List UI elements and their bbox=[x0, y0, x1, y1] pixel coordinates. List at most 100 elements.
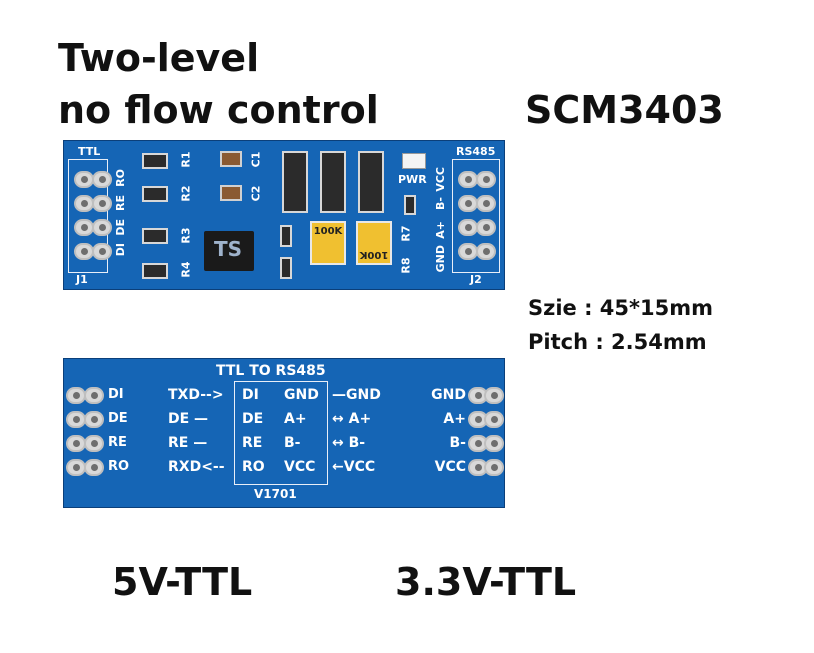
headline-line1: Two-level bbox=[58, 36, 260, 80]
ttl-signal: RE — bbox=[168, 435, 208, 451]
chip-outline bbox=[234, 381, 328, 485]
small-resistor bbox=[280, 257, 292, 279]
left-pin-label: DE bbox=[108, 411, 128, 426]
resistor bbox=[142, 263, 168, 279]
j1-pin-label: RO bbox=[114, 169, 127, 187]
label-3v3-ttl: 3.3V-TTL bbox=[395, 560, 577, 604]
j2-name: J2 bbox=[470, 273, 482, 286]
right-pin-label: VCC bbox=[434, 459, 466, 475]
resistor-label: R1 bbox=[179, 151, 193, 168]
resistor bbox=[142, 186, 168, 202]
capacitor-label: C2 bbox=[249, 185, 263, 202]
chip-pin: RO bbox=[242, 459, 265, 475]
j1-pin-label: DE bbox=[114, 219, 127, 236]
left-pin-label: RE bbox=[108, 435, 127, 450]
j2-pin-label: GND bbox=[434, 245, 447, 273]
ttl-signal: DE — bbox=[168, 411, 209, 427]
trimmer-100k: 100K bbox=[310, 221, 346, 265]
j2-pin bbox=[476, 195, 496, 212]
chip-left-pins: DI DE RE RO bbox=[242, 383, 265, 479]
capacitor-label: C1 bbox=[249, 151, 263, 168]
j1-pin bbox=[74, 171, 94, 188]
rs485-signal: —GND bbox=[332, 387, 381, 403]
j1-pin bbox=[74, 195, 94, 212]
right-pin bbox=[484, 411, 504, 428]
j1-name: J1 bbox=[76, 273, 88, 286]
transceiver-chip bbox=[204, 231, 254, 271]
right-pin bbox=[484, 459, 504, 476]
j2-pin-label: VCC bbox=[434, 167, 447, 192]
j2-pin bbox=[476, 219, 496, 236]
chip-right-pins: GND A+ B- VCC bbox=[284, 383, 319, 479]
j2-pin bbox=[476, 171, 496, 188]
board-version: V1701 bbox=[254, 487, 297, 501]
resistor bbox=[142, 153, 168, 169]
left-pin bbox=[84, 411, 104, 428]
board-title: TTL TO RS485 bbox=[216, 363, 326, 379]
j2-header-outline bbox=[452, 159, 500, 273]
j1-pin bbox=[92, 195, 112, 212]
left-pin bbox=[66, 387, 86, 404]
chip-pin: DE bbox=[242, 411, 264, 427]
chip-marking: TS bbox=[214, 237, 243, 261]
small-resistor bbox=[404, 195, 416, 215]
j2-pin bbox=[458, 171, 478, 188]
right-pin bbox=[468, 459, 488, 476]
j1-pin-label: RE bbox=[114, 195, 127, 211]
ttl-signal: TXD--> bbox=[168, 387, 224, 403]
j1-header-outline bbox=[68, 159, 108, 273]
ttl-signal: RXD<-- bbox=[168, 459, 225, 475]
top-board-photo: TTL RO RE DE DI J1 R1 R2 R3 R4 C1 C2 TS … bbox=[63, 140, 505, 290]
trimmer-100k: 100K bbox=[356, 221, 392, 265]
led-label: PWR bbox=[398, 173, 427, 186]
left-pin-labels: DI DE RE RO bbox=[108, 383, 129, 479]
j2-pin bbox=[458, 195, 478, 212]
j1-pin bbox=[92, 243, 112, 260]
j2-pin-label: A+ bbox=[434, 221, 447, 239]
rs485-signal: ↔ B- bbox=[332, 435, 366, 451]
chip-pin: RE bbox=[242, 435, 263, 451]
right-pin-label: B- bbox=[449, 435, 466, 451]
chip-pin: B- bbox=[284, 435, 301, 451]
pitch-spec: Pitch : 2.54mm bbox=[528, 330, 707, 354]
power-led bbox=[402, 153, 426, 169]
left-pin-label: RO bbox=[108, 459, 130, 474]
diode bbox=[320, 151, 346, 213]
model-number: SCM3403 bbox=[525, 88, 724, 132]
bottom-board-photo: TTL TO RS485 DI DE RE RO TXD--> DE — RE … bbox=[63, 358, 505, 508]
j2-pin bbox=[476, 243, 496, 260]
j1-pin bbox=[74, 243, 94, 260]
chip-pin: VCC bbox=[284, 459, 316, 475]
size-spec: Szie : 45*15mm bbox=[528, 296, 714, 320]
left-pin-label: DI bbox=[108, 387, 124, 402]
j2-title: RS485 bbox=[456, 145, 496, 158]
capacitor bbox=[220, 185, 242, 201]
right-pin bbox=[484, 435, 504, 452]
j1-pin bbox=[74, 219, 94, 236]
left-pin bbox=[66, 435, 86, 452]
diode bbox=[282, 151, 308, 213]
chip-pin: GND bbox=[284, 387, 319, 403]
left-pin bbox=[84, 459, 104, 476]
resistor-label: R2 bbox=[179, 185, 193, 202]
j1-pin-label: DI bbox=[114, 243, 127, 257]
ttl-signal-column: TXD--> DE — RE — RXD<-- bbox=[168, 383, 225, 479]
j1-pin bbox=[92, 171, 112, 188]
label-5v-ttl: 5V-TTL bbox=[112, 560, 253, 604]
right-pin-label: GND bbox=[431, 387, 466, 403]
left-pin bbox=[84, 387, 104, 404]
right-pin bbox=[484, 387, 504, 404]
resistor-label: R4 bbox=[179, 261, 193, 278]
right-pin-labels: GND A+ B- VCC bbox=[426, 383, 466, 479]
chip-pin: A+ bbox=[284, 411, 307, 427]
right-pin bbox=[468, 435, 488, 452]
left-pin bbox=[66, 459, 86, 476]
j1-title: TTL bbox=[78, 145, 101, 158]
capacitor bbox=[220, 151, 242, 167]
left-pin bbox=[84, 435, 104, 452]
resistor-label: R7 bbox=[399, 225, 413, 242]
diode bbox=[358, 151, 384, 213]
headline-line2: no flow control bbox=[58, 88, 379, 132]
resistor-label: R8 bbox=[399, 257, 413, 274]
left-pin bbox=[66, 411, 86, 428]
